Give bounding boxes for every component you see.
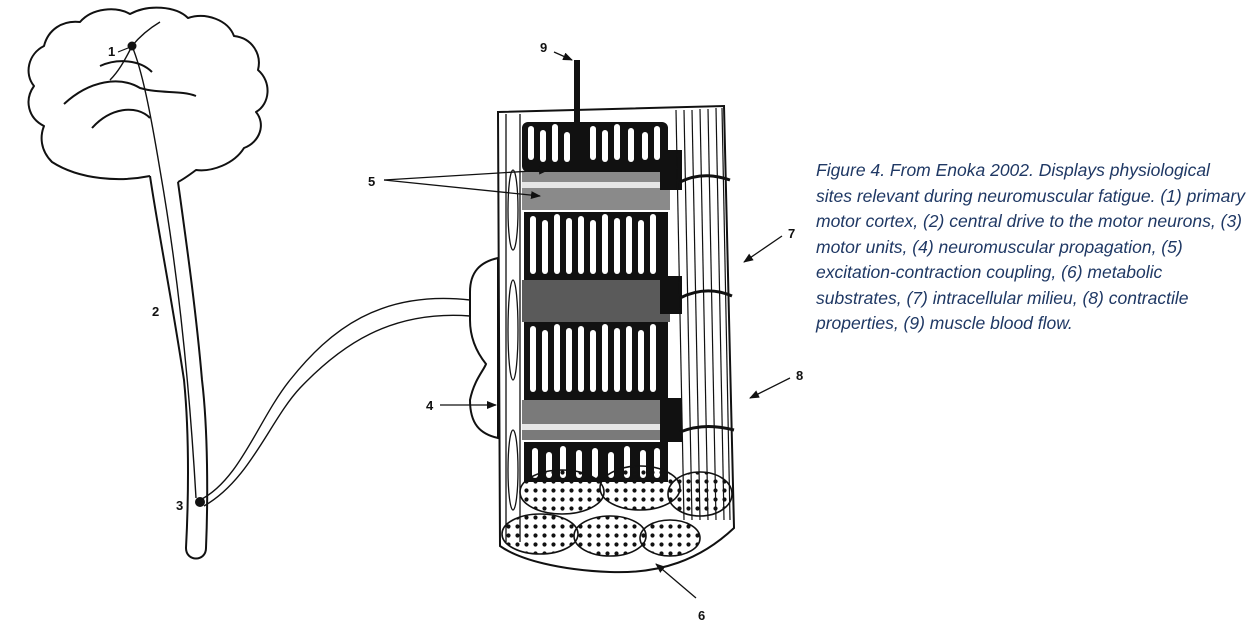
svg-text:4: 4	[426, 398, 434, 413]
label-3: 3	[176, 498, 183, 513]
motor-neuron-body	[195, 497, 205, 507]
brain-outline	[29, 8, 268, 182]
neuromuscular-junction	[470, 258, 498, 438]
svg-text:1: 1	[108, 44, 115, 59]
label-4: 4	[426, 398, 496, 413]
label-8: 8	[750, 368, 803, 398]
label-7: 7	[744, 226, 795, 262]
svg-text:6: 6	[698, 608, 705, 623]
svg-text:5: 5	[368, 174, 375, 189]
label-2: 2	[152, 304, 159, 319]
svg-text:8: 8	[796, 368, 803, 383]
label-6: 6	[656, 564, 705, 623]
label-1: 1	[108, 44, 128, 59]
figure-caption: Figure 4. From Enoka 2002. Displays phys…	[816, 158, 1246, 337]
svg-text:7: 7	[788, 226, 795, 241]
svg-text:9: 9	[540, 40, 547, 55]
motor-cortex-neuron	[128, 42, 137, 51]
muscle-fiber-block	[498, 60, 734, 572]
blood-vessel	[574, 60, 580, 122]
label-9: 9	[540, 40, 572, 60]
